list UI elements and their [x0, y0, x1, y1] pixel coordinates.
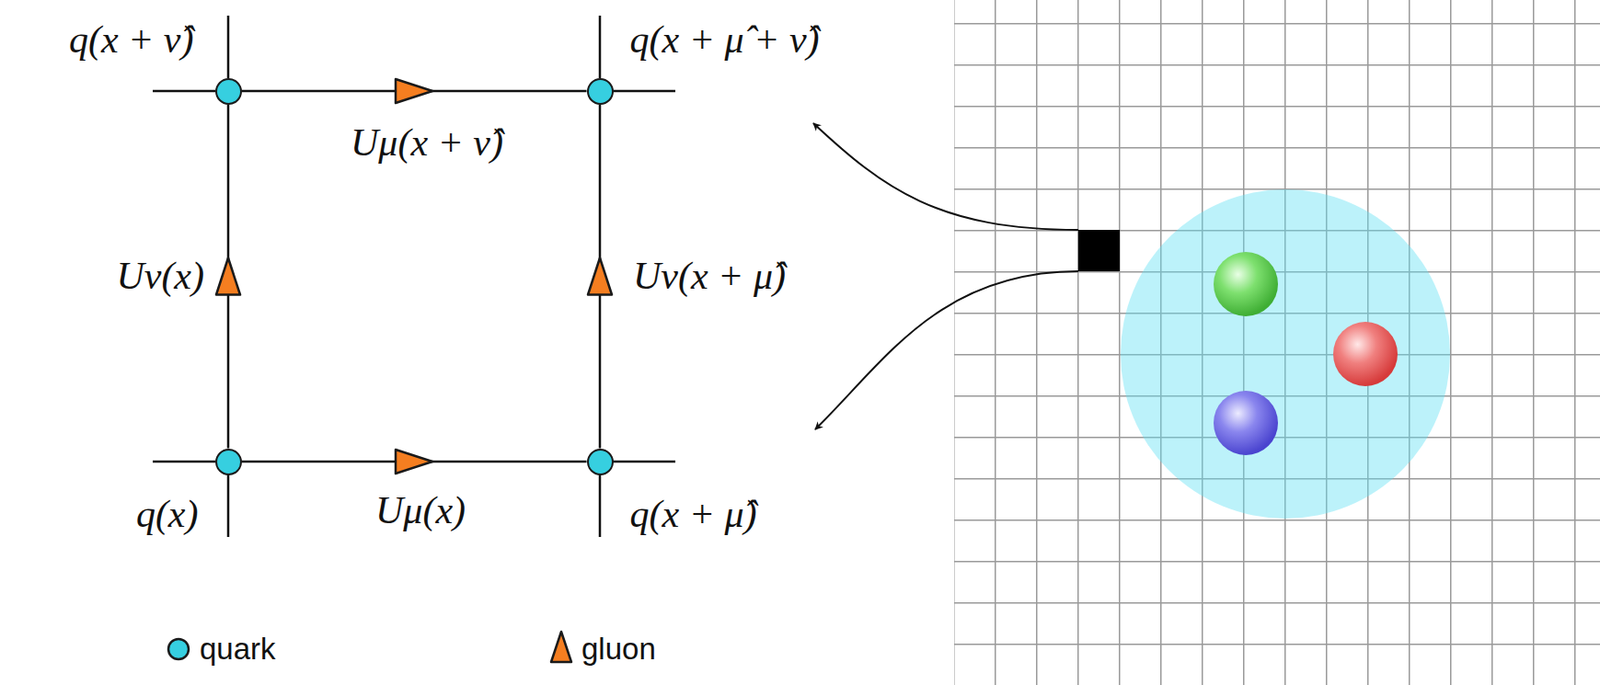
quark-site: q(x + μ̂): [587, 448, 614, 476]
quark-label: q(x + μ̂): [630, 492, 758, 537]
legend-text: gluon: [581, 632, 657, 668]
green-quark-ball: [1213, 252, 1278, 317]
gauge-link: [216, 104, 241, 449]
blue-quark-ball: [1213, 391, 1278, 456]
quark-label: q(x + μ̂ + ν̂): [630, 17, 820, 62]
quark-site: q(x + ν̂): [215, 78, 242, 105]
lattice-stubs: [152, 15, 676, 538]
quark-site: q(x + μ̂ + ν̂): [587, 78, 614, 105]
red-quark-ball: [1333, 322, 1398, 387]
gluon-arrow: [395, 449, 433, 474]
gluon-arrow: [587, 258, 612, 296]
quark-label: q(x): [136, 492, 199, 537]
gluon-arrow: [395, 79, 433, 104]
quark-site: q(x): [215, 448, 242, 476]
hadron-disk: [1120, 189, 1451, 519]
lattice-grid: [954, 0, 1600, 685]
plaquette-marker: [1078, 230, 1120, 272]
gluon-legend-swatch: [551, 632, 572, 663]
gauge-link: [241, 79, 588, 104]
link-label: Uμ(x): [375, 488, 466, 533]
gauge-link: [241, 449, 588, 474]
legend-text: quark: [199, 632, 277, 668]
zoom-arrow: [813, 123, 1079, 231]
link-label: Uμ(x + ν̂): [350, 120, 504, 165]
link-label: Uν(x + μ̂): [633, 253, 786, 299]
quark-legend-swatch: [168, 639, 189, 660]
gauge-link: [587, 104, 612, 449]
quark-label: q(x + ν̂): [69, 17, 195, 62]
zoom-arrow: [815, 271, 1079, 430]
link-label: Uν(x): [115, 253, 205, 299]
gluon-arrow: [216, 258, 241, 296]
